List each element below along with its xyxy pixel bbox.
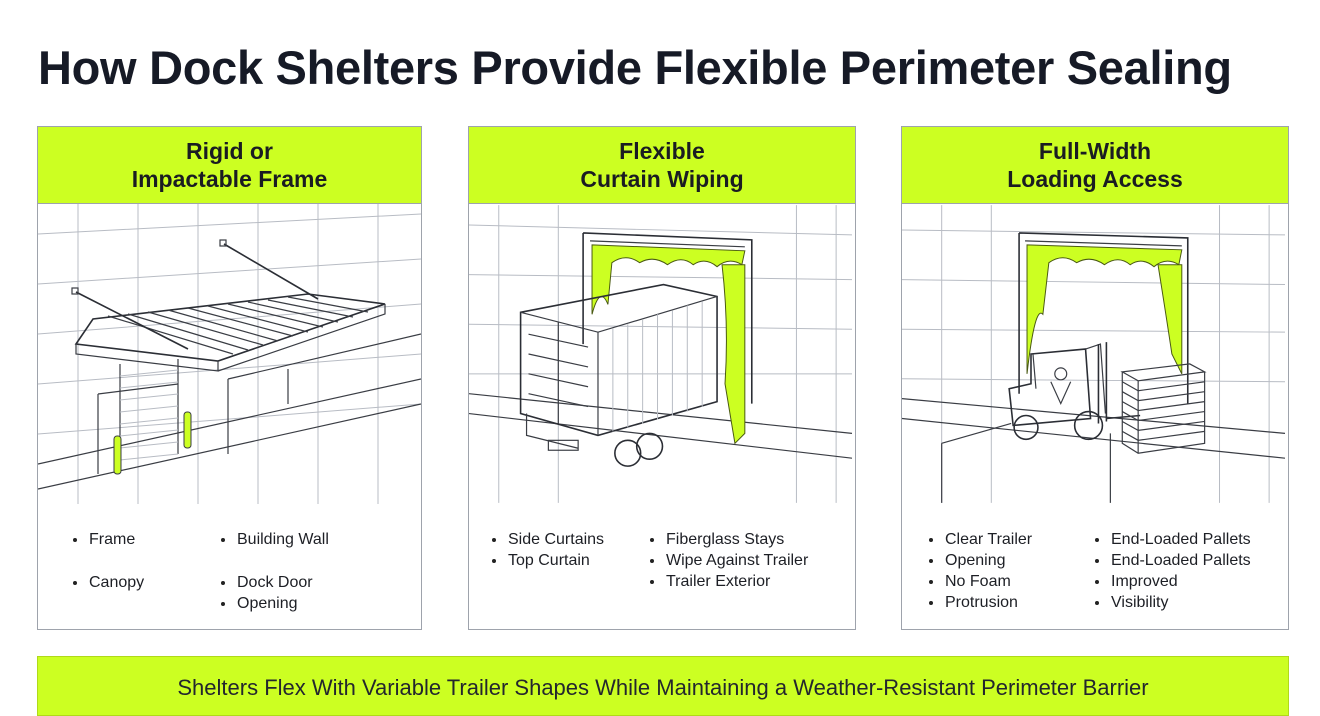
bullet-item: Clear Trailer xyxy=(928,529,1032,550)
bullet-item: Top Curtain xyxy=(491,550,604,571)
bullet-item: End-Loaded Pallets xyxy=(1094,529,1251,550)
panel-curtain-wiping: Flexible Curtain Wiping Side Curtains To… xyxy=(468,126,856,630)
bullet-item: Opening xyxy=(928,550,1032,571)
bullet-item: Protrusion xyxy=(928,592,1032,613)
canopy-frame-illustration xyxy=(38,204,421,504)
bullet-item: Frame xyxy=(72,529,144,551)
forklift-pallets-illustration xyxy=(902,205,1285,503)
page-title: How Dock Shelters Provide Flexible Perim… xyxy=(38,41,1232,94)
bullet-item: Opening xyxy=(220,593,329,614)
bullet-list-right: Building Wall Dock Door Opening xyxy=(220,529,329,614)
bullet-list-left: Clear Trailer Opening No Foam Protrusion xyxy=(928,529,1032,613)
panel-loading-access: Full-Width Loading Access Clear Trail xyxy=(901,126,1289,630)
bullet-list-left: Side Curtains Top Curtain xyxy=(491,529,604,571)
bullet-item: Trailer Exterior xyxy=(649,571,808,592)
bullet-list-right: Fiberglass Stays Wipe Against Trailer Tr… xyxy=(649,529,808,592)
panel-rigid-frame: Rigid or Impactable Frame Frame xyxy=(37,126,422,630)
bullet-list-right: End-Loaded Pallets End-Loaded Pallets Im… xyxy=(1094,529,1251,613)
panel-header: Full-Width Loading Access xyxy=(902,127,1288,204)
bullet-item: Side Curtains xyxy=(491,529,604,550)
bullet-list-left: Frame Canopy xyxy=(72,529,144,594)
bullet-item: Visibility xyxy=(1094,592,1251,613)
bullet-item: End-Loaded Pallets xyxy=(1094,550,1251,571)
bullet-item: Canopy xyxy=(72,572,144,594)
bullet-item: Dock Door xyxy=(220,572,329,593)
bullet-item: Improved xyxy=(1094,571,1251,592)
panel-title: Rigid or Impactable Frame xyxy=(131,138,328,192)
panel-title: Flexible Curtain Wiping xyxy=(580,138,744,192)
trailer-curtain-illustration xyxy=(469,205,852,503)
bullet-item: Fiberglass Stays xyxy=(649,529,808,550)
panel-header: Flexible Curtain Wiping xyxy=(469,127,855,204)
summary-text: Shelters Flex With Variable Trailer Shap… xyxy=(177,675,1149,700)
bullet-item: Wipe Against Trailer xyxy=(649,550,808,571)
bullet-item: No Foam xyxy=(928,571,1032,592)
summary-banner: Shelters Flex With Variable Trailer Shap… xyxy=(37,656,1289,716)
panel-title: Full-Width Loading Access xyxy=(1007,138,1183,192)
bullet-item: Building Wall xyxy=(220,529,329,550)
panel-header: Rigid or Impactable Frame xyxy=(38,127,421,204)
